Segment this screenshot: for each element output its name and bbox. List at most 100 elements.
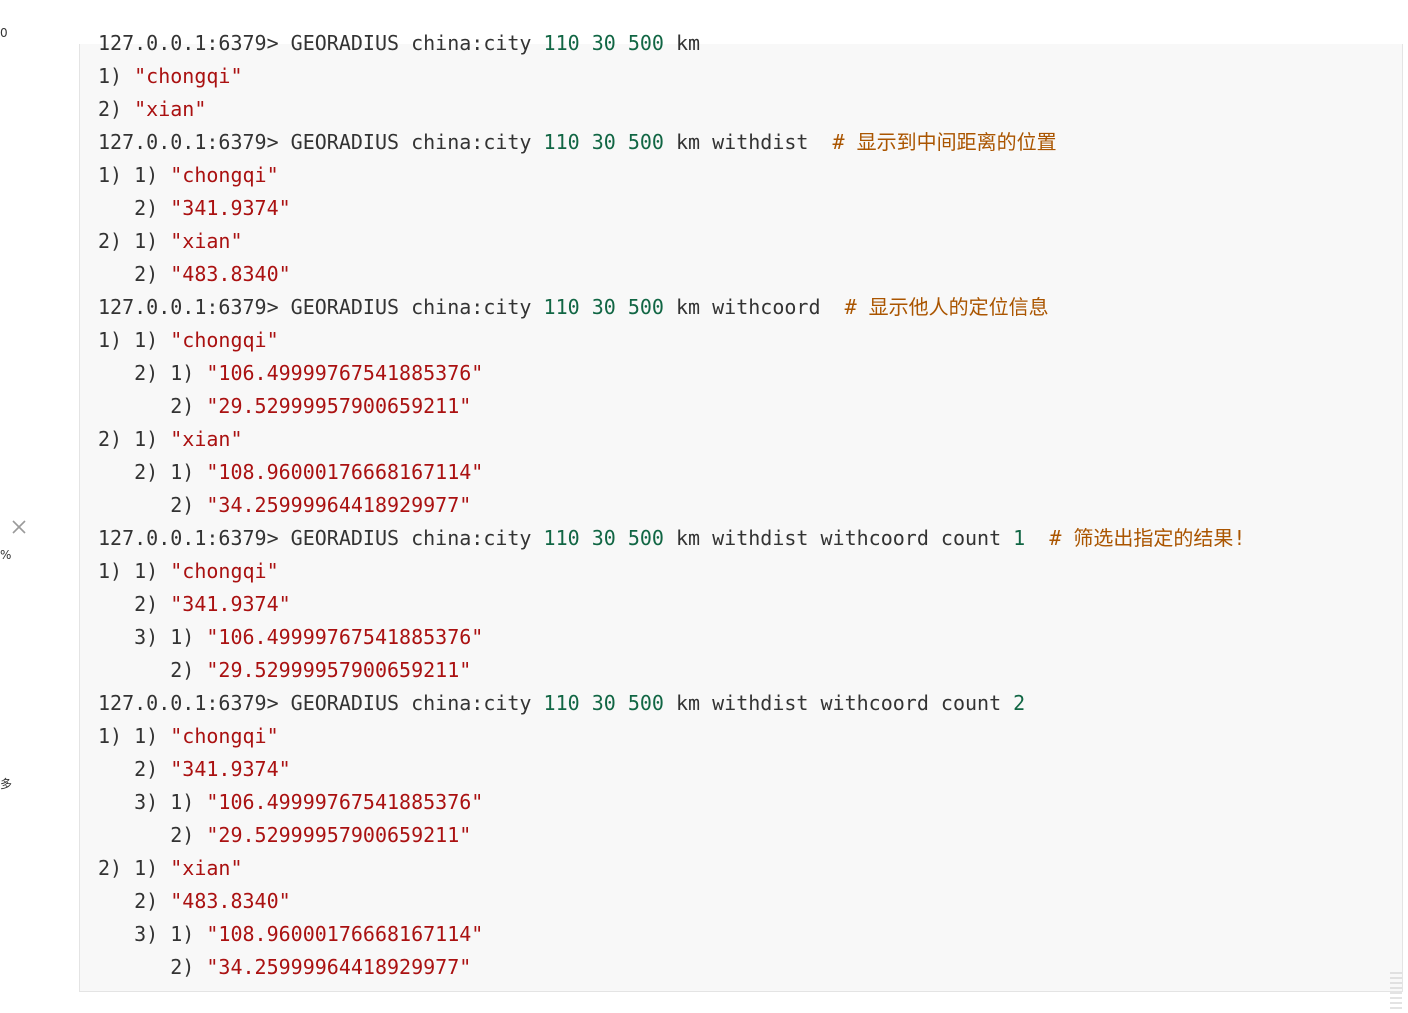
token-prompt: 127.0.0.1:6379> (98, 130, 291, 154)
output-line: 1) 1) "chongqi" (98, 159, 1402, 192)
output-line: 2) 1) "108.96000176668167114" (98, 456, 1402, 489)
token-idx: 1) 1) (98, 328, 171, 352)
token-cmd: km (663, 31, 701, 55)
token-num: 110 (543, 691, 580, 715)
token-num: 110 (543, 130, 580, 154)
token-num: 30 (591, 526, 616, 550)
sidebar-edge-text: 多 (0, 777, 13, 791)
output-line: 1) "chongqi" (98, 60, 1402, 93)
command-line: 127.0.0.1:6379> GEORADIUS china:city 110… (98, 27, 1402, 60)
output-line: 2) "29.52999957900659211" (98, 390, 1402, 423)
token-str: "29.52999957900659211" (206, 658, 472, 682)
token-cmd: km withdist (663, 130, 833, 154)
output-line: 2) "341.9374" (98, 192, 1402, 225)
indent (98, 460, 134, 484)
indent (98, 394, 170, 418)
token-cmd (580, 526, 592, 550)
output-line: 2) "34.25999964418929977" (98, 951, 1402, 984)
token-str: "108.96000176668167114" (206, 922, 484, 946)
token-num: 1 (1013, 526, 1026, 550)
token-num: 30 (591, 31, 616, 55)
token-idx: 2) 1) (134, 361, 207, 385)
close-icon[interactable] (10, 518, 28, 536)
token-cmd (616, 130, 628, 154)
token-idx: 1) 1) (98, 163, 171, 187)
output-line: 2) 1) "106.49999767541885376" (98, 357, 1402, 390)
token-str: "483.8340" (170, 889, 291, 913)
token-str: "chongqi" (170, 328, 279, 352)
indent (98, 757, 134, 781)
resize-grip-icon[interactable] (1390, 969, 1402, 1009)
token-cmd (616, 526, 628, 550)
output-line: 1) 1) "chongqi" (98, 324, 1402, 357)
token-idx: 2) (170, 823, 207, 847)
token-num: 2 (1013, 691, 1026, 715)
token-idx: 2) 1) (98, 229, 171, 253)
token-idx: 1) 1) (98, 724, 171, 748)
token-comment: # 筛选出指定的结果! (1049, 526, 1246, 550)
token-idx: 3) 1) (134, 922, 207, 946)
token-num: 30 (591, 130, 616, 154)
token-str: "341.9374" (170, 196, 291, 220)
token-idx: 2) (170, 493, 207, 517)
output-line: 1) 1) "chongqi" (98, 555, 1402, 588)
token-str: "341.9374" (170, 592, 291, 616)
token-cmd (616, 295, 628, 319)
terminal-output: 127.0.0.1:6379> GEORADIUS china:city 110… (98, 27, 1402, 984)
token-str: "34.25999964418929977" (206, 493, 472, 517)
token-num: 110 (543, 295, 580, 319)
token-idx: 2) 1) (98, 427, 171, 451)
output-line: 2) "xian" (98, 93, 1402, 126)
output-line: 2) 1) "xian" (98, 852, 1402, 885)
indent (98, 955, 170, 979)
token-str: "xian" (170, 856, 243, 880)
token-idx: 2) 1) (134, 460, 207, 484)
token-num: 500 (627, 526, 664, 550)
output-line: 2) 1) "xian" (98, 225, 1402, 258)
indent (98, 196, 134, 220)
token-num: 500 (627, 31, 664, 55)
indent (98, 922, 134, 946)
token-str: "341.9374" (170, 757, 291, 781)
token-cmd (616, 31, 628, 55)
token-num: 110 (543, 526, 580, 550)
indent (98, 658, 170, 682)
token-cmd: GEORADIUS china:city (290, 295, 544, 319)
terminal-code-block[interactable]: 127.0.0.1:6379> GEORADIUS china:city 110… (79, 31, 1403, 992)
output-line: 2) "29.52999957900659211" (98, 819, 1402, 852)
command-line: 127.0.0.1:6379> GEORADIUS china:city 110… (98, 291, 1402, 324)
token-idx: 2) (134, 889, 171, 913)
token-str: "29.52999957900659211" (206, 823, 472, 847)
token-str: "xian" (170, 229, 243, 253)
indent (98, 823, 170, 847)
sidebar-edge-text: 0 (0, 26, 8, 40)
token-cmd (1025, 526, 1049, 550)
command-line: 127.0.0.1:6379> GEORADIUS china:city 110… (98, 687, 1402, 720)
token-cmd: GEORADIUS china:city (290, 691, 544, 715)
token-cmd (580, 295, 592, 319)
indent (98, 361, 134, 385)
token-num: 110 (543, 31, 580, 55)
token-str: "chongqi" (170, 163, 279, 187)
token-str: "xian" (134, 97, 207, 121)
token-prompt: 127.0.0.1:6379> (98, 691, 291, 715)
output-line: 2) 1) "xian" (98, 423, 1402, 456)
output-line: 3) 1) "106.49999767541885376" (98, 786, 1402, 819)
token-idx: 2) (170, 955, 207, 979)
sidebar-edge-text: % (0, 548, 12, 562)
token-cmd: GEORADIUS china:city (290, 130, 544, 154)
token-idx: 1) 1) (98, 559, 171, 583)
token-idx: 3) 1) (134, 790, 207, 814)
token-str: "xian" (170, 427, 243, 451)
output-line: 3) 1) "108.96000176668167114" (98, 918, 1402, 951)
output-line: 2) "34.25999964418929977" (98, 489, 1402, 522)
token-cmd: km withcoord (663, 295, 845, 319)
token-idx: 3) 1) (134, 625, 207, 649)
token-idx: 2) 1) (98, 856, 171, 880)
command-line: 127.0.0.1:6379> GEORADIUS china:city 110… (98, 522, 1402, 555)
token-str: "108.96000176668167114" (206, 460, 484, 484)
token-num: 30 (591, 295, 616, 319)
token-cmd: km withdist withcoord count (663, 526, 1014, 550)
output-line: 2) "483.8340" (98, 885, 1402, 918)
